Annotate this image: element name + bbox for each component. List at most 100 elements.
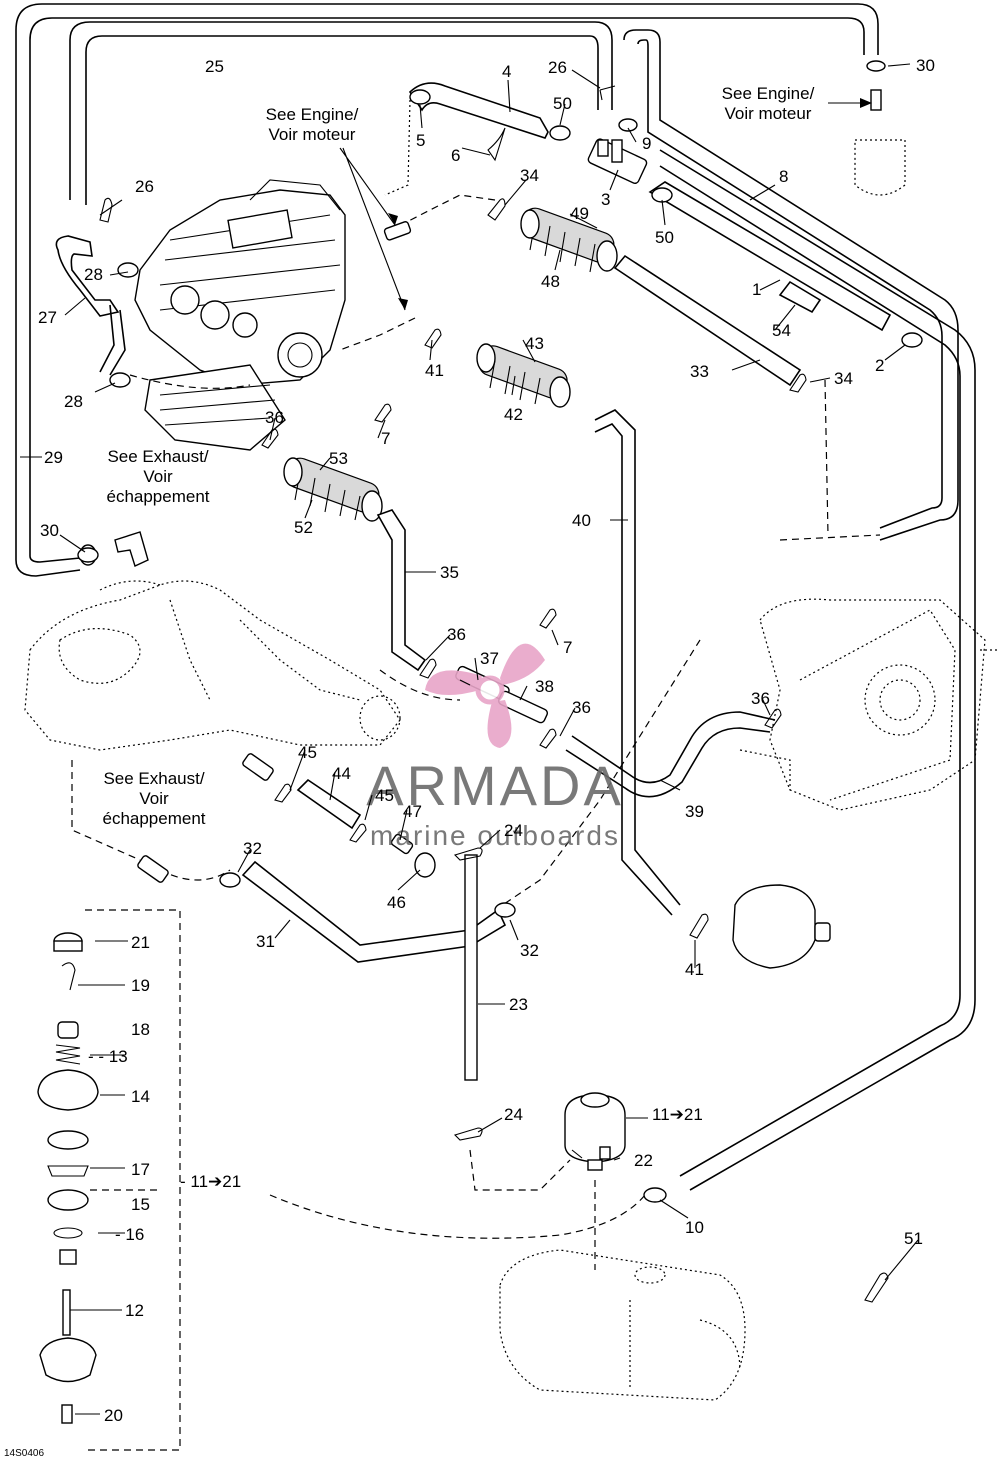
- callout-43: 43: [525, 334, 544, 353]
- hose-1: [648, 181, 892, 332]
- callout-36: 36: [447, 625, 466, 644]
- callout-32: 32: [520, 941, 539, 960]
- callout-28: 28: [84, 265, 103, 284]
- callout-36: 36: [751, 689, 770, 708]
- callout-41: 41: [685, 960, 704, 979]
- note-engine-right: See Engine/ Voir moteur: [722, 84, 872, 123]
- note-exhaust-lower: See Exhaust/ Voir échappement: [102, 769, 205, 828]
- callout-11-21: 11➔21: [652, 1105, 703, 1124]
- callout-7: 7: [381, 429, 390, 448]
- exploded-cap-assembly: [37, 932, 611, 1424]
- callout-30: 30: [40, 521, 59, 540]
- note-line: Voir moteur: [725, 104, 812, 123]
- callout-42: 42: [504, 405, 523, 424]
- fitting-30-top: [854, 60, 906, 196]
- note-line: Voir: [139, 789, 169, 808]
- callout-53: 53: [329, 449, 348, 468]
- callout-23: 23: [509, 995, 528, 1014]
- callout-54: 54: [772, 321, 791, 340]
- callout-13: - - 13: [88, 1047, 128, 1066]
- callout-15: 15: [131, 1195, 150, 1214]
- callout-8: 8: [779, 167, 788, 186]
- callout-1: 1: [752, 280, 761, 299]
- callout-19: 19: [131, 976, 150, 995]
- reservoir: [564, 1092, 626, 1171]
- note-line: Voir: [143, 467, 173, 486]
- callout-17: 17: [131, 1160, 150, 1179]
- callout-24: 24: [504, 1105, 523, 1124]
- callout-45: 45: [375, 786, 394, 805]
- leader-lines: [20, 63, 919, 1415]
- callout-32: 32: [243, 839, 262, 858]
- callout-14: 14: [131, 1087, 150, 1106]
- callout-26: 26: [548, 58, 567, 77]
- callout-24: 24: [504, 821, 523, 840]
- callout-30: 30: [916, 56, 935, 75]
- callout-33: 33: [690, 362, 709, 381]
- callout-34: 34: [520, 166, 539, 185]
- callout-41: 41: [425, 361, 444, 380]
- hose-23: [464, 854, 478, 1081]
- muffler: [499, 1249, 746, 1401]
- callout-50: 50: [655, 228, 674, 247]
- callout-46: 46: [387, 893, 406, 912]
- hose-40: [594, 409, 681, 916]
- hose-long-right: [659, 149, 976, 1191]
- callout-38: 38: [535, 677, 554, 696]
- callout-47: 47: [403, 802, 422, 821]
- engine-block: [134, 179, 346, 451]
- callout-10: 10: [685, 1218, 704, 1237]
- clamps: [77, 85, 923, 1303]
- callout-31: 31: [256, 932, 275, 951]
- callout-27: 27: [38, 308, 57, 327]
- callout-44: 44: [332, 764, 351, 783]
- callout-12: 12: [125, 1301, 144, 1320]
- fitting-48: [520, 207, 618, 273]
- tee-3: [587, 138, 648, 184]
- callout-45: 45: [298, 743, 317, 762]
- callout-36: 36: [572, 698, 591, 717]
- note-line: See Engine/: [722, 84, 815, 103]
- callout-3: 3: [601, 190, 610, 209]
- hose-35: [376, 509, 427, 672]
- hose-25: [69, 21, 613, 205]
- hose-33: [613, 254, 802, 387]
- callout-52: 52: [294, 518, 313, 537]
- pump-housing: [739, 598, 998, 811]
- exhaust-manifold: [24, 580, 401, 751]
- callout-18: 18: [131, 1020, 150, 1039]
- callout-2: 2: [875, 356, 884, 375]
- callout-26: 26: [135, 177, 154, 196]
- callout-50: 50: [553, 94, 572, 113]
- drawing-code: 14S0406: [4, 1448, 44, 1459]
- callout-29: 29: [44, 448, 63, 467]
- hose-44: [296, 778, 362, 830]
- callout-7: 7: [563, 638, 572, 657]
- note-line: See Exhaust/: [103, 769, 204, 788]
- callout-40: 40: [572, 511, 591, 530]
- tank-41: [732, 884, 831, 969]
- callout-34: 34: [834, 369, 853, 388]
- dashed-connectors: [71, 194, 881, 1451]
- fitting-52: [283, 457, 383, 522]
- hose-29: [15, 3, 879, 577]
- note-line: échappement: [102, 809, 205, 828]
- hose-27: [55, 235, 120, 317]
- watermark-tagline: marine outboards: [370, 820, 620, 851]
- note-exhaust-upper: See Exhaust/ Voir échappement: [106, 447, 209, 506]
- note-line: échappement: [106, 487, 209, 506]
- callout-4: 4: [502, 62, 511, 81]
- callout-51: 51: [904, 1229, 923, 1248]
- callout-labels: 1 2 3 4 5 6 7 7 8 9 10 11➔21 - 11➔21 12 …: [38, 56, 935, 1425]
- watermark: ARMADA marine outboards: [366, 643, 621, 851]
- callout-6: 6: [451, 146, 460, 165]
- note-line: See Engine/: [266, 105, 359, 124]
- callout-22: 22: [634, 1151, 653, 1170]
- armada-logo-icon: [425, 643, 545, 748]
- hose-8: [623, 29, 959, 541]
- callout-25: 25: [205, 57, 224, 76]
- hose-5-6: [384, 82, 549, 196]
- note-line: See Exhaust/: [107, 447, 208, 466]
